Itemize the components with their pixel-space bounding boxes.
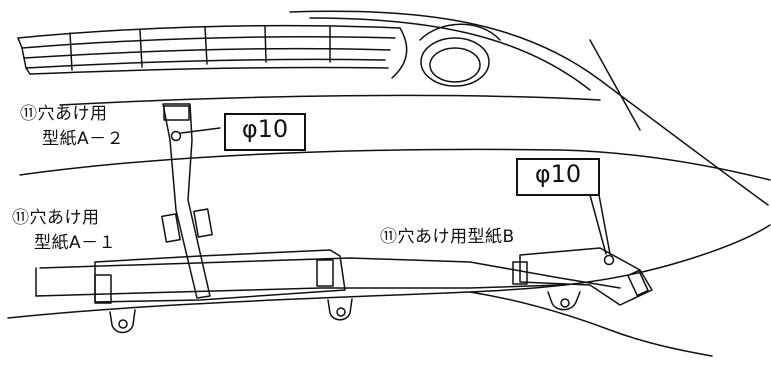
template-b-piece (512, 247, 653, 306)
template-a1-label-line2: 型紙A－１ (34, 233, 117, 253)
hole-diameter-callout-a2: φ10 (224, 113, 306, 151)
template-a2-strip (161, 103, 213, 299)
bumper-flange (35, 257, 621, 297)
body-contours (7, 10, 771, 357)
grille (17, 24, 408, 79)
template-a1-strip (94, 249, 346, 304)
template-a2-label-line2: 型紙A－２ (42, 129, 125, 149)
mounting-tabs (109, 291, 581, 334)
template-a1-label-line1: ⑪穴あけ用 (12, 208, 100, 228)
leader-lines (180, 127, 611, 255)
hole-diameter-callout-b: φ10 (516, 158, 600, 196)
template-b-label: ⑪穴あけ用型紙B (380, 227, 515, 247)
template-a2-label-line1: ⑪穴あけ用 (20, 104, 108, 124)
fog-lamp (419, 23, 501, 87)
